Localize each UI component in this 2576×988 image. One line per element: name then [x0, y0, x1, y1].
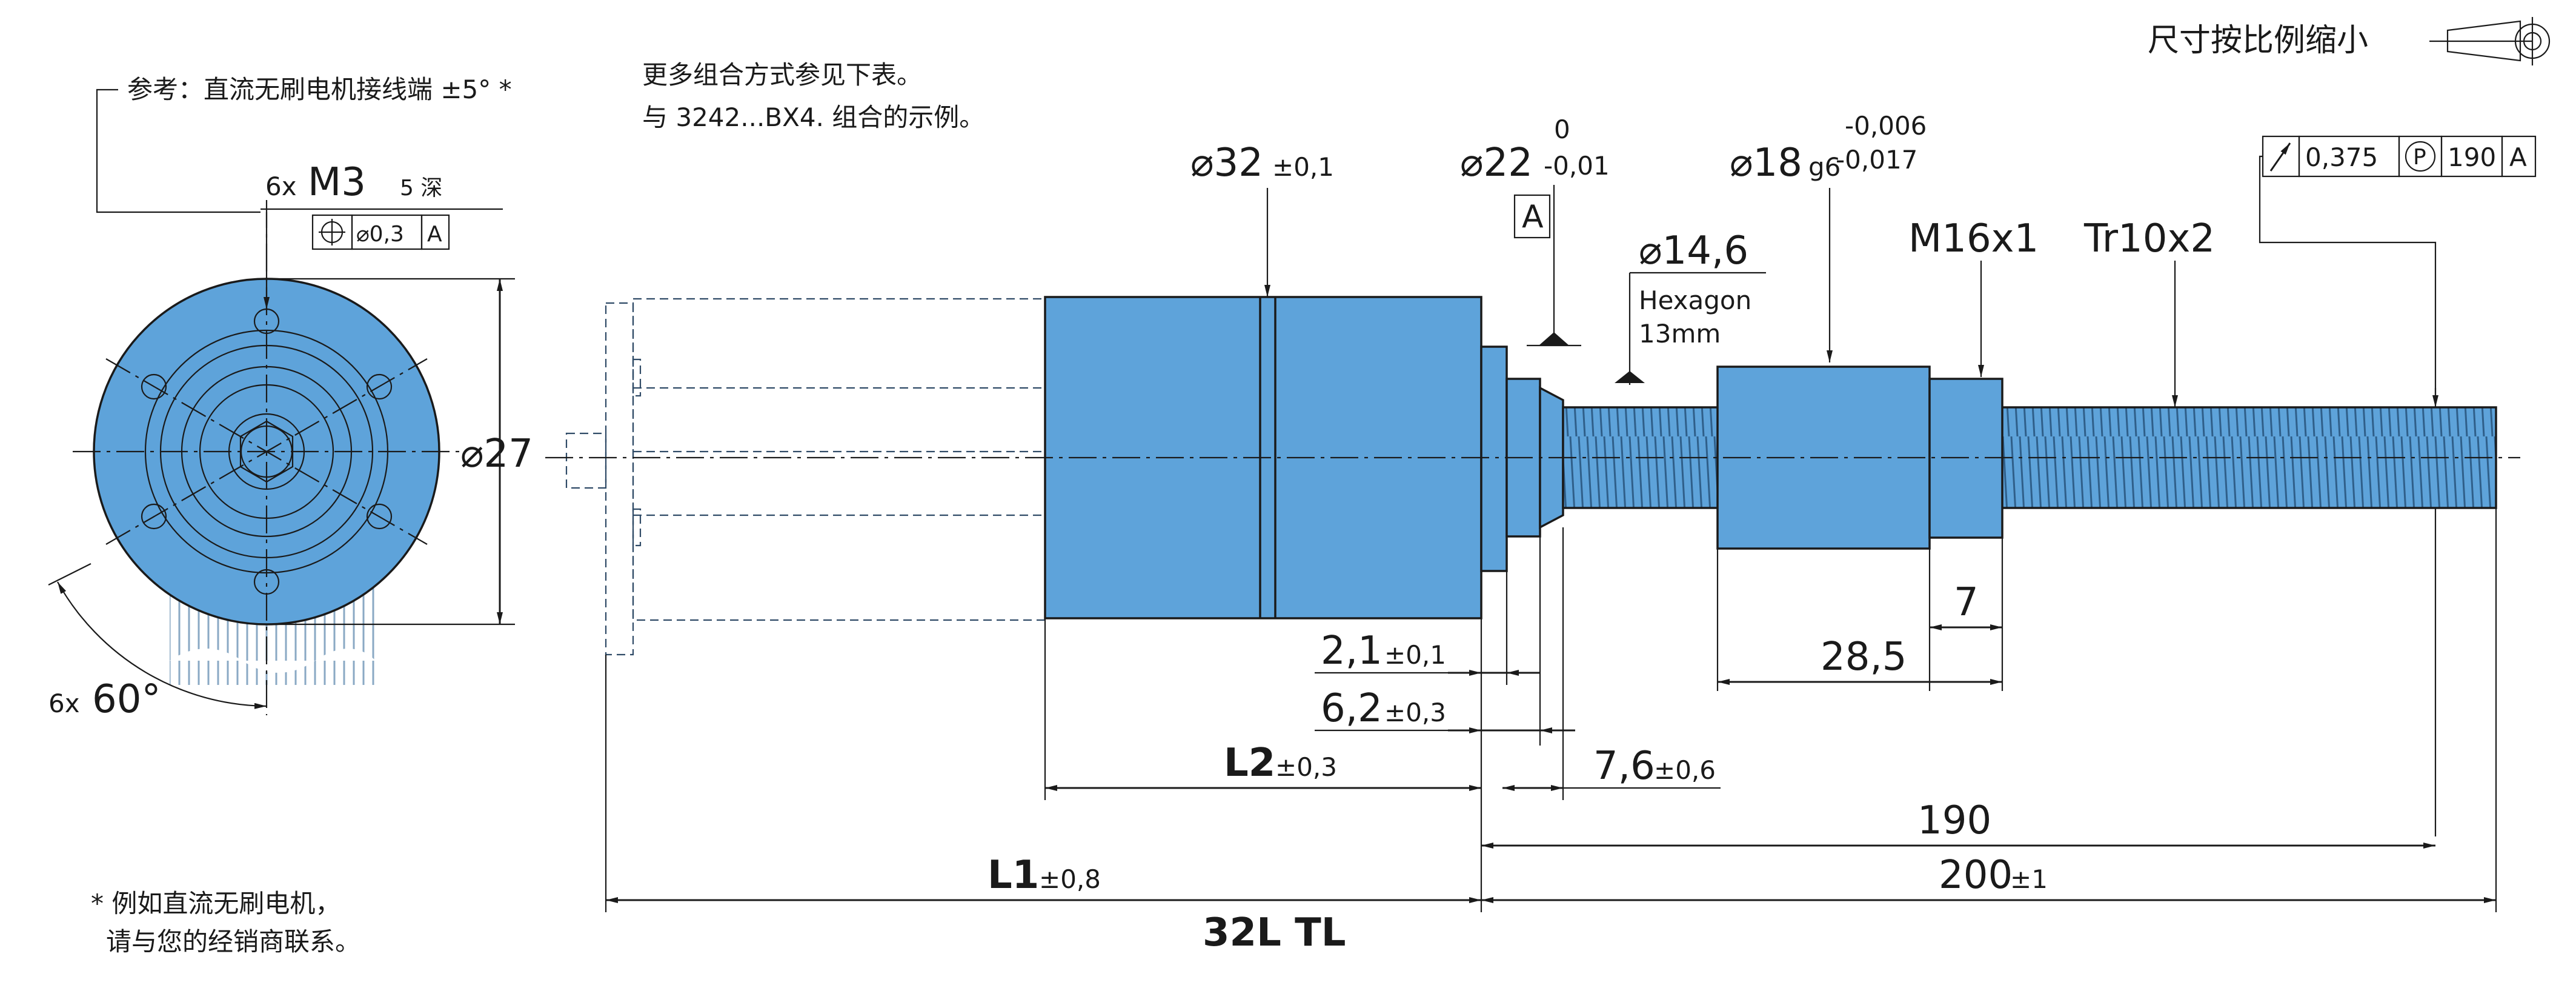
runout-modifier: P: [2413, 145, 2426, 170]
runout-tolerance-frame: 0,375 P 190 A: [2262, 135, 2537, 178]
screw-thread: M3: [308, 160, 366, 205]
d146-label: ⌀14,6: [1639, 229, 1748, 273]
d18-lower: -0,017: [1836, 145, 1917, 175]
dim-l1-tol: ±0,8: [1039, 864, 1101, 894]
angle-count: 6x: [48, 689, 80, 718]
d18-upper: -0,006: [1845, 111, 1927, 141]
dim-6-2: 6,2: [1321, 686, 1383, 731]
runout-datum: A: [2509, 142, 2527, 172]
d22-upper: 0: [1554, 115, 1570, 144]
dim-190: 190: [1917, 798, 1991, 843]
projection-symbol-icon: [2429, 17, 2551, 65]
runout-length: 190: [2448, 142, 2496, 172]
dim-28-5: 28,5: [1821, 635, 1907, 679]
screw-depth: 5 深: [400, 176, 442, 201]
d22-label: ⌀22: [1460, 141, 1533, 185]
position-tolerance-frame: ⌀0,3 A: [311, 214, 450, 250]
nut-thread-label: M16x1: [1908, 216, 2039, 261]
position-datum: A: [427, 222, 442, 247]
dim-2-1: 2,1: [1321, 629, 1383, 673]
scale-note: 尺寸按比例缩小: [2148, 17, 2551, 65]
spindle-thread-label: Tr10x2: [2083, 216, 2215, 261]
dim-l1: L1: [988, 853, 1039, 898]
phantom-motor: [632, 298, 1046, 621]
diameter-27: ⌀27: [460, 432, 533, 476]
dim-l2: L2: [1224, 741, 1275, 786]
datum-a: A: [1522, 199, 1544, 235]
dim-200-tol: ±1: [2010, 864, 2048, 894]
side-view: ⌀32 ±0,1 ⌀22 0 -0,01 A ⌀18 g6 -0,006 -0,…: [545, 111, 2537, 955]
dim-l2-tol: ±0,3: [1275, 752, 1337, 782]
screw-count: 6x: [265, 172, 297, 201]
reference-note: 参考：直流无刷电机接线端 ±5° *: [127, 75, 512, 104]
footnote-line2: 请与您的经销商联系。: [106, 927, 360, 956]
d22-lower: -0,01: [1544, 151, 1610, 181]
dim-7: 7: [1954, 580, 1979, 625]
d18-label: ⌀18: [1730, 141, 1802, 185]
model-label: 32L TL: [1203, 910, 1346, 955]
d32-label: ⌀32: [1190, 141, 1263, 185]
dim-200: 200: [1939, 853, 2013, 898]
dim-6-2-tol: ±0,3: [1384, 698, 1446, 727]
position-tolerance: ⌀0,3: [356, 222, 404, 247]
angle-value: 60°: [92, 677, 161, 722]
footnote-line1: * 例如直流无刷电机，: [91, 889, 340, 918]
scale-note-text: 尺寸按比例缩小: [2148, 22, 2368, 59]
angle-arc: [57, 581, 267, 709]
datum-a-box: [1513, 194, 1551, 239]
hexagon-size: 13mm: [1639, 319, 1721, 349]
runout-symbol-icon: [2269, 142, 2291, 172]
dim-2-1-tol: ±0,1: [1384, 640, 1446, 670]
d18-fit: g6: [1808, 152, 1841, 182]
hexagon-label: Hexagon: [1639, 285, 1751, 315]
dim-7-6-tol: ±0,6: [1654, 755, 1716, 785]
combination-note-line1: 更多组合方式参见下表。: [642, 60, 922, 90]
d32-tol: ±0,1: [1272, 152, 1334, 182]
output-flange: [1480, 345, 1508, 572]
dim-7-6: 7,6: [1593, 744, 1655, 789]
front-view: 6x 60° ⌀27 6x M3 5 深 ⌀0,3 A: [48, 160, 533, 722]
spindle-nut: [1716, 365, 1931, 550]
reference-leader: [96, 88, 261, 213]
runout-tolerance: 0,375: [2305, 142, 2378, 172]
combination-note-line2: 与 3242...BX4. 组合的示例。: [642, 102, 984, 132]
